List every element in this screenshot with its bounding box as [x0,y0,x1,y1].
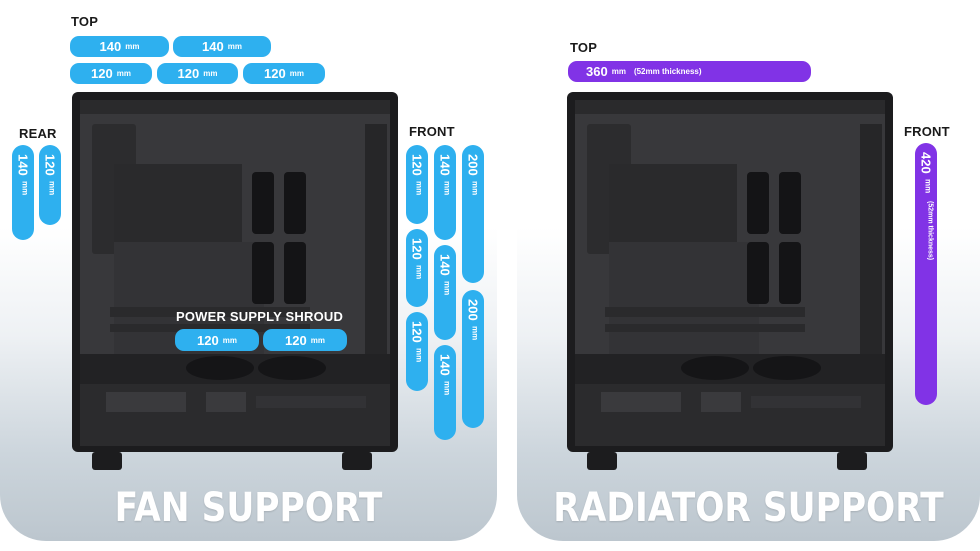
fan-size-value: 120 [197,332,219,348]
radiator-size-value: 420 [918,152,934,174]
fan-size-unit: mm [414,180,424,195]
fan-size-unit: mm [289,69,304,78]
rear-fan-140: 140 mm [12,145,34,240]
fan-size-unit: mm [116,69,131,78]
pc-case-drawing [72,92,398,470]
fan-size-value: 120 [285,332,307,348]
psu-fan-120-1: 120 mm [175,329,259,351]
fan-size-value: 200 [465,299,481,321]
fan-size-unit: mm [442,180,452,195]
fan-size-value: 140 [437,154,453,176]
fan-size-value: 120 [264,66,286,81]
front-label: FRONT [904,124,950,139]
radiator-thickness-note: (52mm thickness) [633,67,702,76]
front-fan-200-2: 200 mm [462,290,484,428]
fan-size-unit: mm [125,42,140,51]
fan-size-value: 140 [437,254,453,276]
radiator-support-panel: TOP 360 mm (52mm thickness) FRONT 420 mm… [517,0,980,541]
fan-size-unit: mm [47,180,57,195]
radiator-thickness-note: (52mm thickness) [926,200,934,261]
fan-size-unit: mm [414,264,424,279]
top-label: TOP [570,40,598,55]
top-fan-120-1: 120 mm [70,63,152,84]
top-fan-120-3: 120 mm [243,63,325,84]
front-fan-140-1: 140 mm [434,145,456,240]
fan-size-value: 120 [409,321,425,343]
pc-case-image [70,92,400,472]
fan-size-value: 120 [177,66,200,81]
front-fan-120-1: 120 mm [406,145,428,224]
fan-size-unit: mm [470,180,480,195]
fan-size-unit: mm [203,69,218,78]
fan-size-value: 140 [202,39,224,54]
front-radiator-420: 420 mm (52mm thickness) [915,143,937,405]
top-fan-140-1: 140 mm [70,36,169,57]
fan-size-unit: mm [442,380,452,395]
fan-size-value: 140 [99,39,122,54]
front-fan-140-2: 140 mm [434,245,456,340]
fan-size-value: 120 [409,154,425,176]
psu-fan-120-2: 120 mm [263,329,347,351]
front-fan-140-3: 140 mm [434,345,456,440]
psu-shroud-label: POWER SUPPLY SHROUD [176,309,344,324]
rear-fan-120: 120 mm [39,145,61,225]
pc-case-drawing [567,92,893,470]
fan-size-unit: mm [310,335,325,345]
top-fan-140-2: 140 mm [173,36,271,57]
fan-size-value: 120 [91,66,113,81]
fan-size-unit: mm [227,42,242,51]
top-fan-120-2: 120 mm [157,63,238,84]
front-fan-120-3: 120 mm [406,312,428,391]
radiator-support-title: RADIATOR SUPPORT [553,485,944,531]
fan-size-value: 140 [15,154,31,176]
top-radiator-360: 360 mm (52mm thickness) [568,61,811,82]
fan-size-value: 120 [409,238,425,260]
radiator-size-unit: mm [611,67,626,76]
radiator-size-value: 360 [586,64,608,79]
front-fan-200-1: 200 mm [462,145,484,283]
fan-size-unit: mm [442,280,452,295]
fan-size-value: 200 [465,154,481,176]
fan-support-panel: TOP 140 mm 140 mm 120 mm 120 mm 120 mm R… [0,0,497,541]
fan-size-value: 140 [437,354,453,376]
fan-size-unit: mm [20,180,30,195]
front-fan-120-2: 120 mm [406,229,428,307]
pc-case-image [565,92,895,472]
fan-size-value: 120 [42,154,58,176]
rear-label: REAR [19,126,57,141]
radiator-size-unit: mm [923,178,933,193]
top-label: TOP [71,14,99,29]
fan-size-unit: mm [414,347,424,362]
fan-support-title: FAN SUPPORT [114,485,383,531]
fan-size-unit: mm [222,335,237,345]
front-label: FRONT [409,124,455,139]
fan-size-unit: mm [470,325,480,340]
